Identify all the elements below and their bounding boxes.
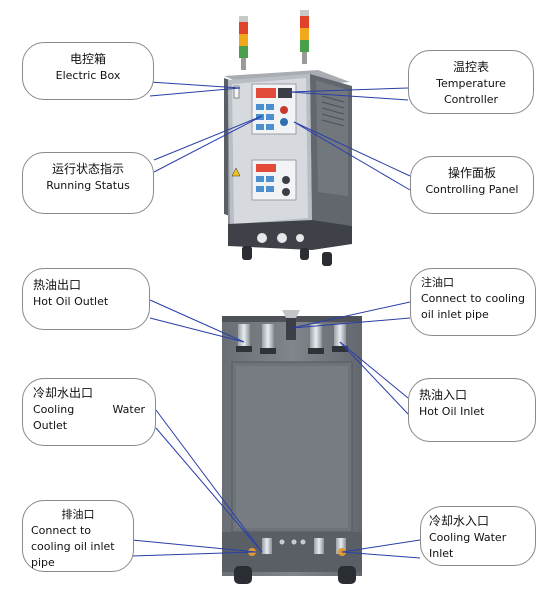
oil-inlet-cn: 注油口 xyxy=(421,276,454,289)
temp-controller-cn: 温控表 xyxy=(452,60,489,74)
drain-port-en: Connect to cooling oil inlet pipe xyxy=(31,523,115,569)
temp-controller-en: Temperature Controller xyxy=(436,77,506,107)
hot-oil-inlet-en: Hot Oil Inlet xyxy=(419,405,485,419)
hot-oil-inlet-cn: 热油入口 xyxy=(419,388,468,402)
callout-controlling-panel: 操作面板 Controlling Panel xyxy=(410,156,534,214)
signal-light-icon xyxy=(300,10,309,64)
cooling-water-inlet-en: Cooling Water Inlet xyxy=(429,531,507,561)
callout-hot-oil-inlet: 热油入口 Hot Oil Inlet xyxy=(408,378,536,442)
hot-oil-outlet-en: Hot Oil Outlet xyxy=(33,295,109,309)
cooling-water-inlet-cn: 冷却水入口 xyxy=(429,514,490,528)
callout-temperature-controller: 温控表 Temperature Controller xyxy=(408,50,534,114)
front-machine xyxy=(224,10,352,266)
callout-electric-box: 电控箱 Electric Box xyxy=(22,42,154,100)
callout-running-status: 运行状态指示 Running Status xyxy=(22,152,154,214)
hot-oil-outlet-cn: 热油出口 xyxy=(33,278,82,292)
cooling-water-outlet-cn: 冷却水出口 xyxy=(33,386,94,400)
signal-light-icon xyxy=(239,16,248,70)
callout-cooling-water-inlet: 冷却水入口 Cooling Water Inlet xyxy=(420,506,536,566)
callout-cooling-water-outlet: 冷却水出口 Cooling Water Outlet xyxy=(22,378,156,446)
running-status-en: Running Status xyxy=(46,179,130,193)
cooling-water-outlet-en: Cooling Water Outlet xyxy=(33,403,145,433)
callout-oil-inlet: 注油口 Connect to cooling oil inlet pipe xyxy=(410,268,536,336)
electric-box-cn: 电控箱 xyxy=(69,52,106,66)
electric-box-en: Electric Box xyxy=(55,69,121,83)
caster-wheel-icon xyxy=(234,566,356,584)
rear-machine xyxy=(222,310,362,584)
callout-hot-oil-outlet: 热油出口 Hot Oil Outlet xyxy=(22,268,150,330)
controlling-panel-en: Controlling Panel xyxy=(425,183,519,197)
caster-wheel-icon xyxy=(242,246,332,266)
leader-lines xyxy=(131,81,421,559)
oil-inlet-en: Connect to cooling oil inlet pipe xyxy=(421,291,525,321)
running-status-cn: 运行状态指示 xyxy=(51,162,124,176)
callout-drain-port: 排油口 Connect to cooling oil inlet pipe xyxy=(22,500,134,572)
controlling-panel-cn: 操作面板 xyxy=(447,166,496,180)
drain-port-cn: 排油口 xyxy=(61,508,95,521)
